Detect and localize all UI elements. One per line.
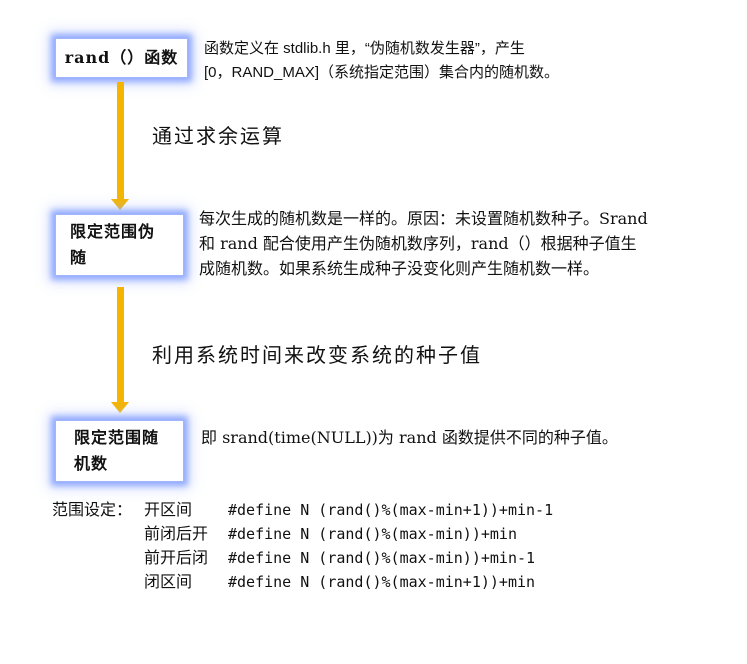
- pseudo-random-range-label-line1: 限定范围伪: [70, 222, 156, 241]
- rand-function-label: rand（）函数: [64, 48, 179, 67]
- flow-arrow-1-head-icon: [111, 199, 129, 210]
- range-code: #define N (rand()%(max-min))+min-1: [228, 549, 536, 567]
- range-kind: 前闭后开: [144, 524, 209, 543]
- range-code: #define N (rand()%(max-min+1))+min: [228, 573, 536, 591]
- step-modulo-label: 通过求余运算: [152, 124, 284, 148]
- pseudo-random-description-line2: 和 rand 配合使用产生伪随机数序列，rand（）根据种子值生: [199, 234, 637, 253]
- rand-description-line1: 函数定义在 stdlib.h 里，“伪随机数发生器”，产生: [204, 40, 525, 57]
- step-system-time-label: 利用系统时间来改变系统的种子值: [152, 343, 482, 367]
- pseudo-random-range-box: 限定范围伪 随: [55, 214, 184, 276]
- pseudo-random-range-label-line2: 随: [70, 248, 88, 267]
- range-row: 前开后闭 #define N (rand()%(max-min))+min-1: [52, 546, 553, 570]
- pseudo-random-description: 每次生成的随机数是一样的。原因：未设置随机数种子。Srand 和 rand 配合…: [199, 206, 705, 281]
- range-code: #define N (rand()%(max-min+1))+min-1: [228, 501, 554, 519]
- range-row: 前闭后开 #define N (rand()%(max-min))+min: [52, 522, 553, 546]
- rand-description-line2: [0，RAND_MAX]（系统指定范围）集合内的随机数。: [204, 64, 560, 81]
- pseudo-random-description-line1: 每次生成的随机数是一样的。原因：未设置随机数种子。Srand: [199, 209, 648, 228]
- srand-description: 即 srand(time(NULL))为 rand 函数提供不同的种子值。: [201, 428, 618, 447]
- range-code: #define N (rand()%(max-min))+min: [228, 525, 517, 543]
- random-range-label-line1: 限定范围随: [74, 428, 160, 447]
- range-kind: 开区间: [144, 500, 193, 519]
- random-range-box: 限定范围随 机数: [55, 420, 184, 482]
- rand-description: 函数定义在 stdlib.h 里，“伪随机数发生器”，产生 [0，RAND_MA…: [204, 37, 624, 85]
- flow-arrow-2-shaft: [117, 287, 124, 403]
- range-row: 范围设定： 开区间 #define N (rand()%(max-min+1))…: [52, 498, 553, 522]
- rand-function-box: rand（）函数: [55, 38, 188, 78]
- range-title: 范围设定：: [52, 500, 133, 519]
- pseudo-random-description-line3: 成随机数。如果系统生成种子没变化则产生随机数一样。: [199, 259, 600, 278]
- range-settings: 范围设定： 开区间 #define N (rand()%(max-min+1))…: [52, 498, 553, 594]
- range-row: 闭区间 #define N (rand()%(max-min+1))+min: [52, 570, 553, 594]
- flow-arrow-1-shaft: [117, 82, 124, 200]
- random-range-label-line2: 机数: [74, 454, 109, 473]
- range-kind: 前开后闭: [144, 548, 209, 567]
- flow-arrow-2-head-icon: [111, 402, 129, 413]
- range-kind: 闭区间: [144, 572, 193, 591]
